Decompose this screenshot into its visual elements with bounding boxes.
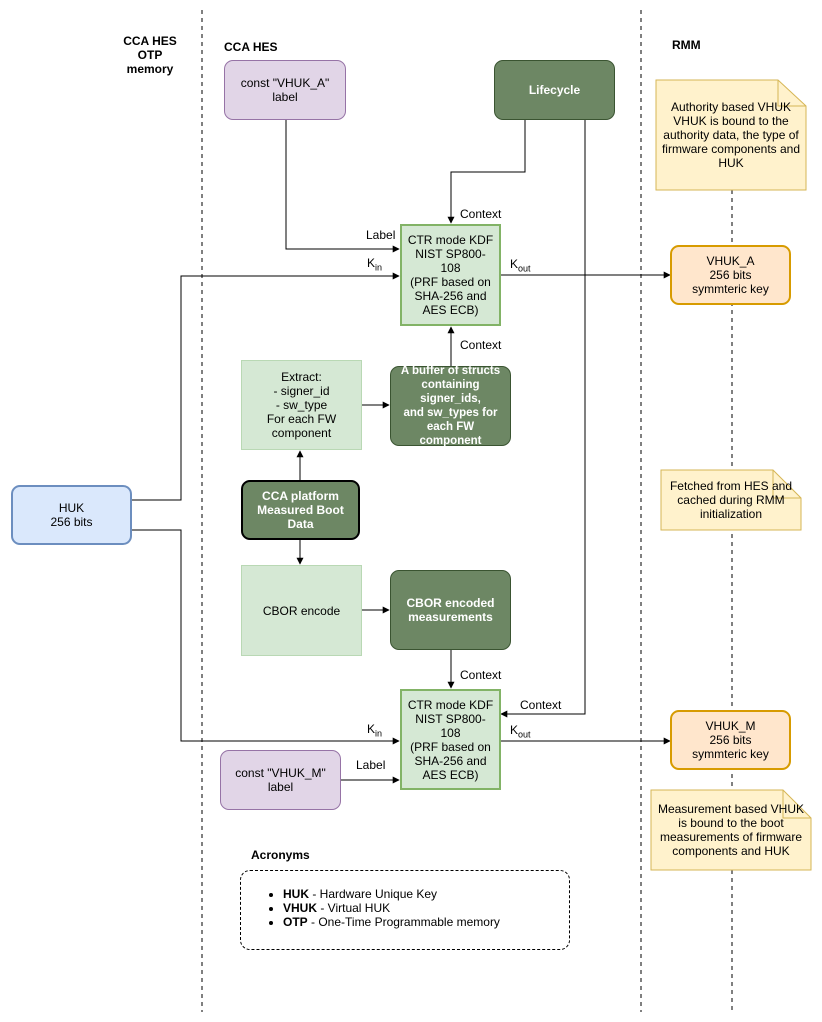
acronym-item: VHUK - Virtual HUK xyxy=(283,901,569,915)
edge-label-a xyxy=(285,120,400,253)
huk-box[interactable]: HUK 256 bits xyxy=(11,485,132,545)
edge-label-kin-a: Kin xyxy=(367,256,383,273)
cbor-encode-box[interactable]: CBOR encode xyxy=(241,565,362,656)
const-vhuk-a-label-box[interactable]: const "VHUK_A" label xyxy=(224,60,346,120)
vhuk-a-key-box[interactable]: VHUK_A 256 bits symmteric key xyxy=(670,245,791,305)
kdf-vhuk-m-box[interactable]: CTR mode KDF NIST SP800-108 (PRF based o… xyxy=(400,689,501,790)
edge-label-context-measurements: Context xyxy=(460,668,502,682)
edge-huk-kdf-m xyxy=(131,529,400,745)
note-measurement-text: Measurement based VHUK is bound to the b… xyxy=(657,802,805,858)
edge-label-label-a: Label xyxy=(366,228,396,242)
edge-label-context-lifecycle-m: Context xyxy=(520,698,562,712)
signer-buffer-box[interactable]: A buffer of structs containing signer_id… xyxy=(390,365,511,447)
cbor-measurements-box[interactable]: CBOR encoded measurements xyxy=(390,570,511,650)
acronyms-box: HUK - Hardware Unique Key VHUK - Virtual… xyxy=(240,870,570,950)
vhuk-m-key-box[interactable]: VHUK_M 256 bits symmteric key xyxy=(670,710,791,770)
edge-label-context-buffer: Context xyxy=(460,338,502,352)
acronym-item: HUK - Hardware Unique Key xyxy=(283,887,569,901)
note-measurement xyxy=(650,789,812,871)
note-fetched-text: Fetched from HES and cached during RMM i… xyxy=(669,479,793,521)
lane-header-otp: CCA HES OTP memory xyxy=(123,34,177,76)
edge-label-kout-m: Kout xyxy=(510,723,531,740)
note-authority-text: Authority based VHUK VHUK is bound to th… xyxy=(661,100,801,170)
measured-boot-data-box[interactable]: CCA platform Measured Boot Data xyxy=(241,480,360,540)
edge-label-label-m: Label xyxy=(356,758,386,772)
kdf-vhuk-a-box[interactable]: CTR mode KDF NIST SP800-108 (PRF based o… xyxy=(400,224,501,326)
acronyms-title: Acronyms xyxy=(251,848,310,862)
edge-label-kin-m: Kin xyxy=(367,722,383,739)
lane-header-rmm: RMM xyxy=(672,38,701,52)
note-fetched xyxy=(660,469,802,531)
lifecycle-box[interactable]: Lifecycle xyxy=(494,60,615,120)
edge-lifecycle-kdf-a xyxy=(447,120,526,224)
note-authority xyxy=(655,79,807,191)
edge-huk-kdf-a xyxy=(131,272,400,501)
acronym-item: OTP - One-Time Programmable memory xyxy=(283,915,569,929)
acronyms-list: HUK - Hardware Unique Key VHUK - Virtual… xyxy=(241,887,569,929)
edge-lifecycle-kdf-m xyxy=(500,120,586,718)
edge-label-context-lifecycle: Context xyxy=(460,207,502,221)
const-vhuk-m-label-box[interactable]: const "VHUK_M" label xyxy=(220,750,341,810)
lane-header-hes: CCA HES xyxy=(224,40,278,54)
edge-label-kout-a: Kout xyxy=(510,257,531,274)
extract-box[interactable]: Extract: - signer_id - sw_type For each … xyxy=(241,360,362,450)
